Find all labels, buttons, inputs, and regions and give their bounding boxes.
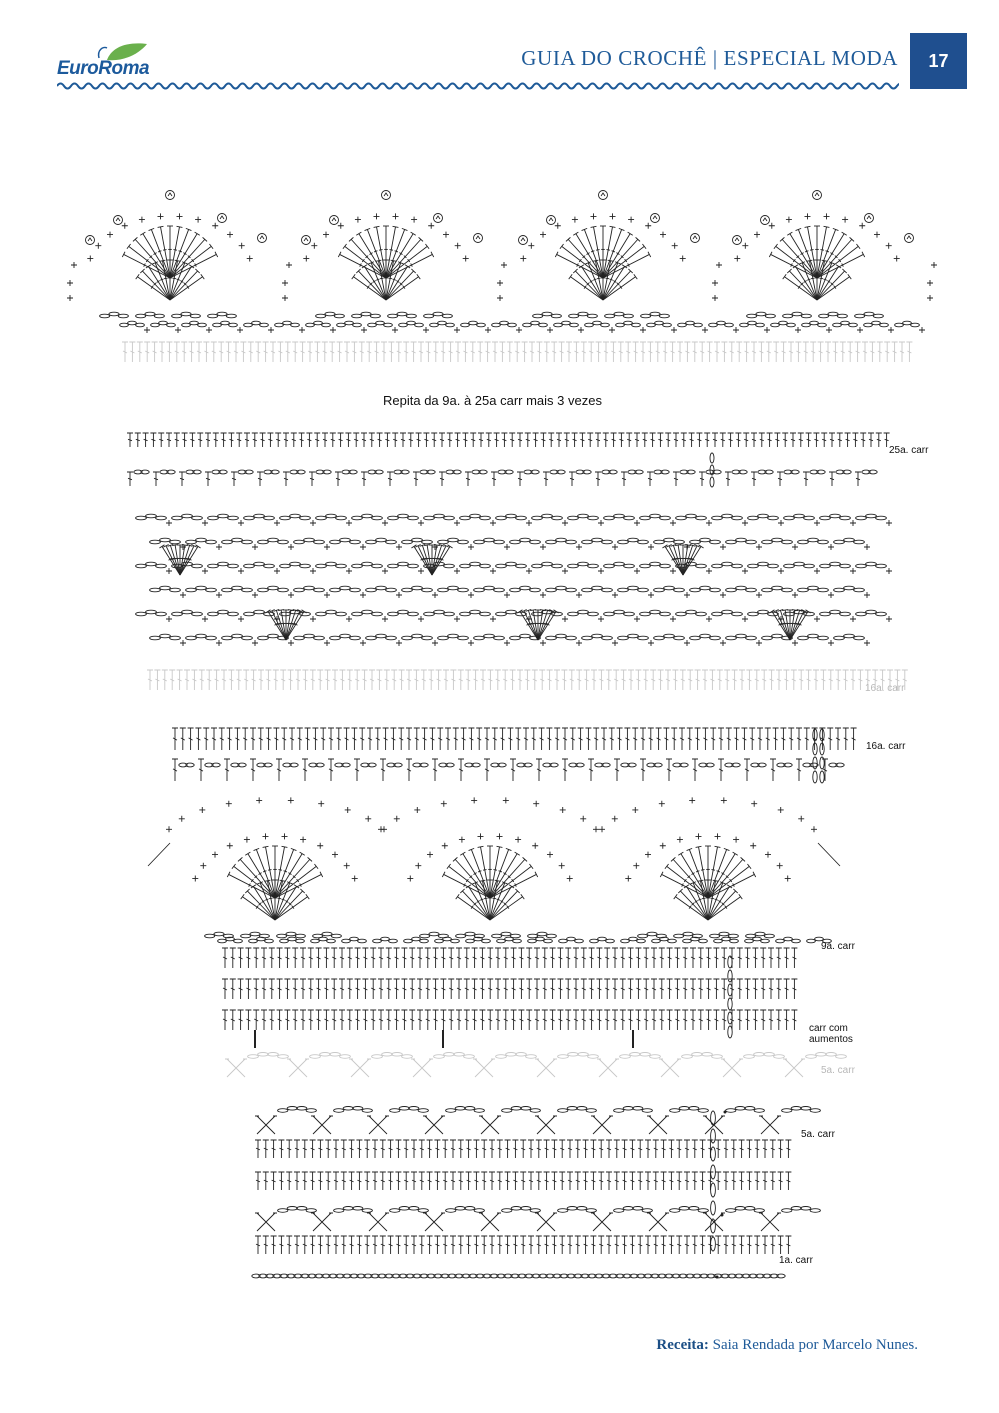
row-label-9: 9a. carr [821, 941, 855, 952]
row-label-5-faint: 5a. carr [821, 1065, 855, 1076]
page-number: 17 [910, 33, 967, 89]
page-title: GUIA DO CROCHÊ | ESPECIAL MODA [521, 46, 898, 70]
recipe-credit: Receita: Saia Rendada por Marcelo Nunes. [656, 1337, 918, 1354]
recipe-label: Receita: [656, 1337, 709, 1353]
row-label-16-faint: 16a. carr [865, 683, 905, 694]
repeat-note: Repita da 9a. à 25a carr mais 3 vezes [383, 393, 602, 408]
euroroma-logo: EuroRoma [57, 40, 157, 80]
logo-text: EuroRoma [57, 58, 150, 79]
row-label-25: 25a. carr [889, 445, 929, 456]
row-label-5: 5a. carr [801, 1129, 835, 1140]
row-label-1: 1a. carr [779, 1255, 813, 1266]
recipe-text: Saia Rendada por Marcelo Nunes. [712, 1337, 918, 1353]
leaf-icon [97, 43, 147, 61]
row-label-increase: carr com aumentos [809, 1023, 853, 1045]
wave-divider [57, 82, 899, 90]
row-label-16: 16a. carr [866, 741, 906, 752]
